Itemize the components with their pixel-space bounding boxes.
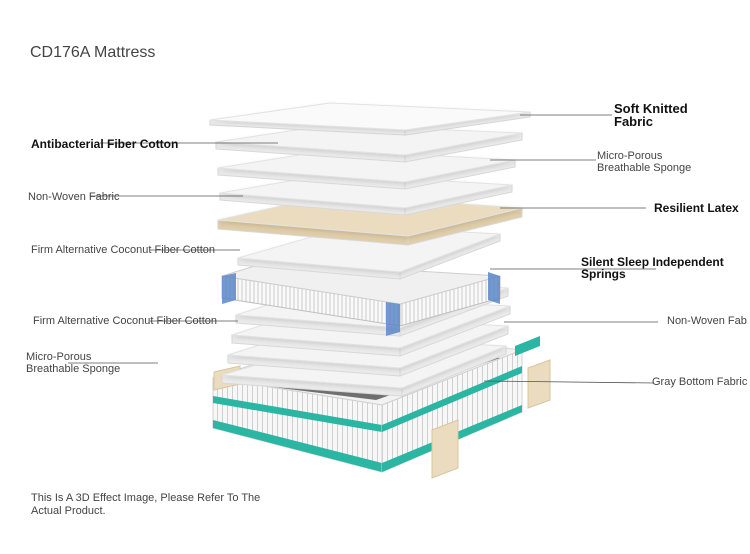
page-title: CD176A Mattress	[30, 44, 156, 61]
springs-edge-blue-left	[222, 273, 236, 304]
label-soft-knitted-fabric: Soft Knitted Fabric	[614, 101, 688, 129]
label-coconut-fiber-cotton-upper: Firm Alternative Coconut Fiber Cotton	[31, 244, 216, 256]
label-resilient-latex: Resilient Latex	[654, 201, 739, 215]
teal-band-right	[382, 366, 522, 432]
label-micro-porous-sponge-left: Micro-Porous Breathable Sponge	[26, 351, 121, 375]
label-independent-springs: Silent Sleep Independent Springs	[581, 255, 724, 281]
label-non-woven-fabric-left: Non-Woven Fabric	[28, 191, 120, 203]
label-micro-porous-sponge-right: Micro-Porous Breathable Sponge	[597, 150, 692, 174]
exploded-layers	[209, 102, 531, 397]
label-coconut-fiber-cotton-lower: Firm Alternative Coconut Fiber Cotton	[33, 315, 218, 327]
leader-lines	[68, 114, 658, 384]
layer-soft-knitted-fabric-top	[209, 102, 531, 131]
label-gray-bottom-fabric: Gray Bottom Fabric	[652, 376, 748, 388]
layer-antibacterial-fiber-cotton-top	[215, 124, 523, 156]
teal-band-left	[213, 396, 382, 432]
leader-line	[483, 380, 655, 384]
label-non-woven-fabric-right: Non-Woven Fab	[667, 315, 747, 327]
label-antibacterial-fiber-cotton: Antibacterial Fiber Cotton	[31, 137, 179, 151]
disclaimer-text: This Is A 3D Effect Image, Please Refer …	[31, 492, 261, 517]
springs-edge-blue-right	[488, 272, 500, 304]
springs-edge-blue-front	[386, 302, 400, 336]
